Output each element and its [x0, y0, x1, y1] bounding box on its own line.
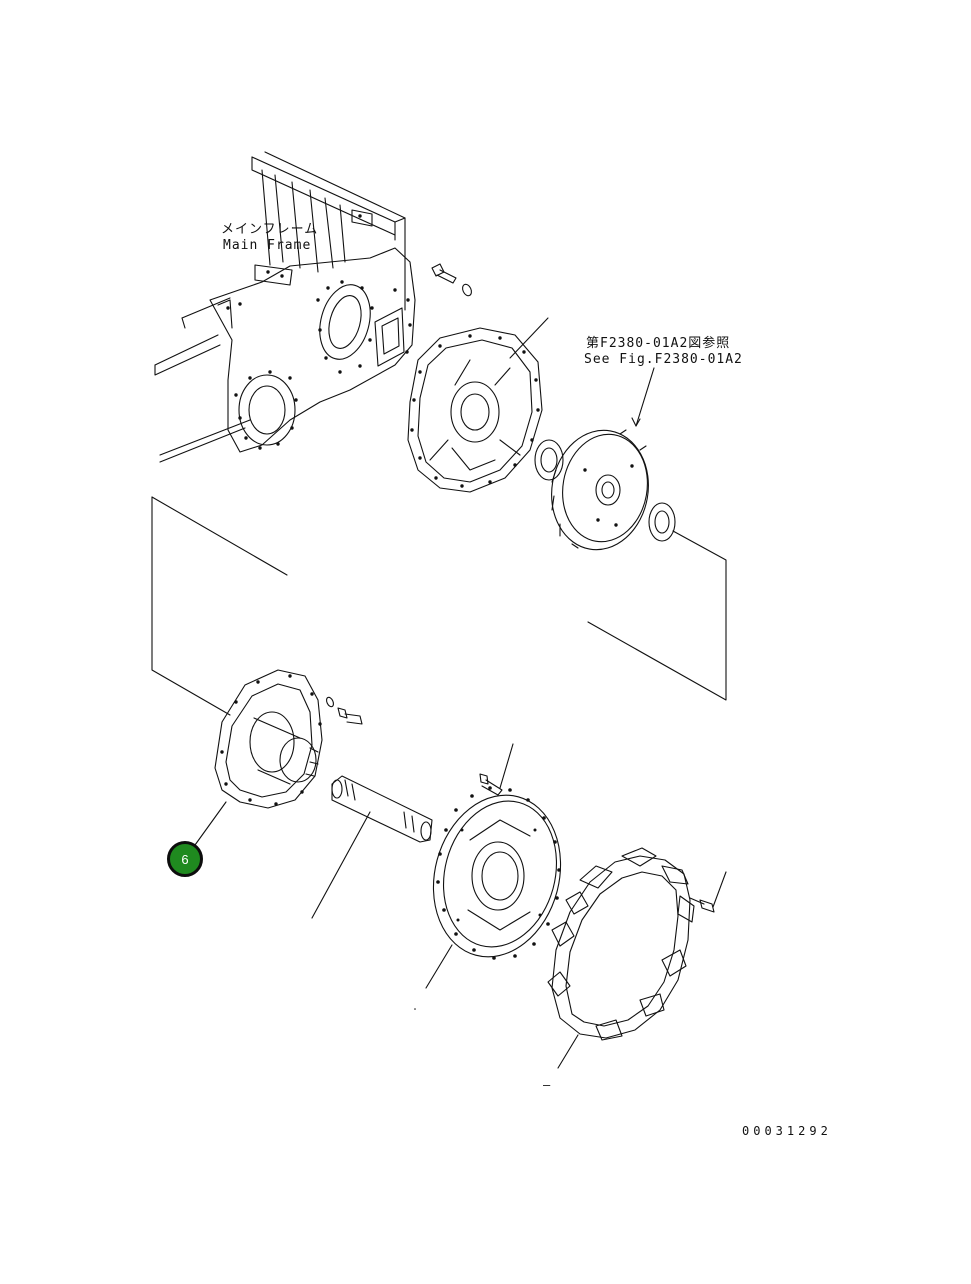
see-fig-label-en: See Fig.F2380-01A2 — [584, 352, 743, 367]
assembly-leader-lines — [151, 496, 727, 716]
main-frame-label-jp: メインフレーム — [221, 222, 319, 237]
see-fig-label-jp: 第F2380-01A2図参照 — [586, 336, 731, 351]
dash-mark: – — [543, 1078, 551, 1092]
bolt-washer-upper-drawing — [431, 263, 472, 297]
bearing-right-drawing — [648, 502, 676, 542]
bolt-washer-middle-drawing — [326, 696, 363, 725]
sprocket-drawing — [551, 367, 655, 551]
main-frame-label-en: Main Frame — [223, 238, 312, 253]
flange-disc-drawing — [425, 786, 562, 989]
shaft-drawing — [311, 775, 433, 919]
segment-ring-drawing — [547, 847, 727, 1069]
final-drive-hub-drawing — [194, 669, 323, 846]
main-frame-drawing — [154, 151, 416, 463]
callout-6[interactable]: 6 — [167, 841, 203, 877]
bolt-disk-drawing — [479, 743, 514, 796]
bearing-left-drawing — [534, 439, 564, 481]
housing-drawing — [407, 317, 549, 493]
document-number: 00031292 — [742, 1124, 832, 1138]
